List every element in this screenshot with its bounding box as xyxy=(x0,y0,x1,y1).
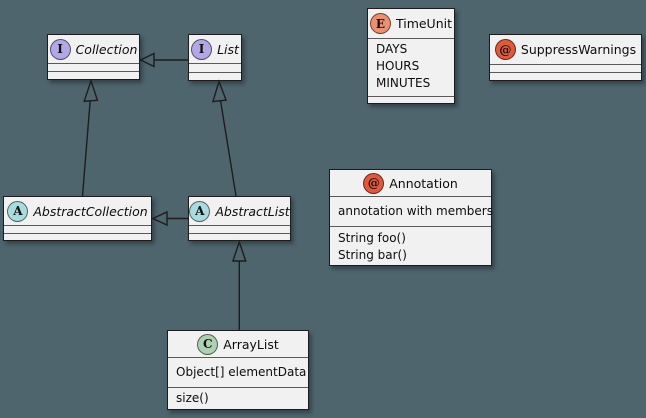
enum-box-timeunit: E TimeUnit DAYS HOURS MINUTES xyxy=(367,8,455,104)
class-name-suppresswarnings: SuppressWarnings xyxy=(520,42,637,57)
methods-compartment xyxy=(490,72,641,80)
box-title-timeunit: E TimeUnit xyxy=(368,9,454,38)
box-title-collection: I Collection xyxy=(48,35,139,63)
methods-compartment xyxy=(189,72,241,80)
class-name-timeunit: TimeUnit xyxy=(395,16,453,31)
box-title-suppresswarnings: @ SuppressWarnings xyxy=(490,35,641,64)
interface-spot-icon: I xyxy=(191,38,213,60)
edge-abstractcollection-implements-collection xyxy=(81,78,99,197)
methods-compartment: String foo() String bar() xyxy=(330,226,491,265)
box-title-list: I List xyxy=(189,35,241,63)
annotation-spot-icon: @ xyxy=(494,39,516,60)
edge-arraylist-extends-abstractlist xyxy=(231,239,247,330)
box-title-arraylist: C ArrayList xyxy=(168,331,308,357)
interface-box-list: I List xyxy=(188,34,242,81)
annotation-method: String bar() xyxy=(338,248,407,262)
enum-value: MINUTES xyxy=(376,76,431,90)
box-title-abstractlist: A AbstractList xyxy=(189,197,290,225)
interface-box-collection: I Collection xyxy=(47,34,140,80)
class-name-list: List xyxy=(217,41,239,57)
methods-compartment: size() xyxy=(168,387,308,409)
fields-compartment xyxy=(189,63,241,72)
fields-compartment xyxy=(189,225,290,233)
annotation-spot-icon: @ xyxy=(363,172,385,194)
edge-list-extends-collection xyxy=(138,52,188,68)
class-name-annotation: Annotation xyxy=(389,175,458,191)
class-name-arraylist: ArrayList xyxy=(223,336,279,352)
abstract-class-box-abstractlist: A AbstractList xyxy=(188,196,291,241)
annotation-method: String foo() xyxy=(338,231,406,245)
box-title-annotation: @ Annotation xyxy=(330,170,491,196)
fields-compartment xyxy=(490,64,641,72)
class-spot-icon: C xyxy=(197,333,219,355)
methods-compartment xyxy=(368,96,454,103)
enum-value: HOURS xyxy=(376,59,420,73)
class-box-arraylist: C ArrayList Object[] elementData size() xyxy=(167,330,309,410)
annotation-box-suppresswarnings: @ SuppressWarnings xyxy=(489,34,642,81)
edge-abstractlist-extends-abstractcollection xyxy=(151,210,188,227)
abstract-spot-icon: A xyxy=(7,200,29,222)
fields-compartment xyxy=(4,225,151,233)
enum-spot-icon: E xyxy=(369,13,391,34)
class-method: size() xyxy=(176,391,209,405)
class-name-abstractlist: AbstractList xyxy=(215,203,290,219)
enum-values-compartment: DAYS HOURS MINUTES xyxy=(368,38,454,96)
class-name-collection: Collection xyxy=(75,41,138,57)
methods-compartment xyxy=(189,233,290,240)
abstract-spot-icon: A xyxy=(189,200,211,222)
abstract-class-box-abstractcollection: A AbstractCollection xyxy=(3,196,152,241)
edge-abstractlist-implements-list xyxy=(211,79,237,197)
fields-compartment xyxy=(48,63,139,71)
enum-value: DAYS xyxy=(376,42,408,56)
methods-compartment xyxy=(4,233,151,240)
class-field: Object[] elementData xyxy=(176,365,307,379)
class-name-abstractcollection: AbstractCollection xyxy=(33,203,148,219)
box-title-abstractcollection: A AbstractCollection xyxy=(4,197,151,225)
fields-compartment: Object[] elementData xyxy=(168,357,308,387)
fields-compartment: annotation with members xyxy=(330,196,493,226)
annotation-field: annotation with members xyxy=(338,204,493,218)
interface-spot-icon: I xyxy=(49,38,71,60)
annotation-box-annotation: @ Annotation annotation with members Str… xyxy=(329,169,493,266)
methods-compartment xyxy=(48,71,139,79)
